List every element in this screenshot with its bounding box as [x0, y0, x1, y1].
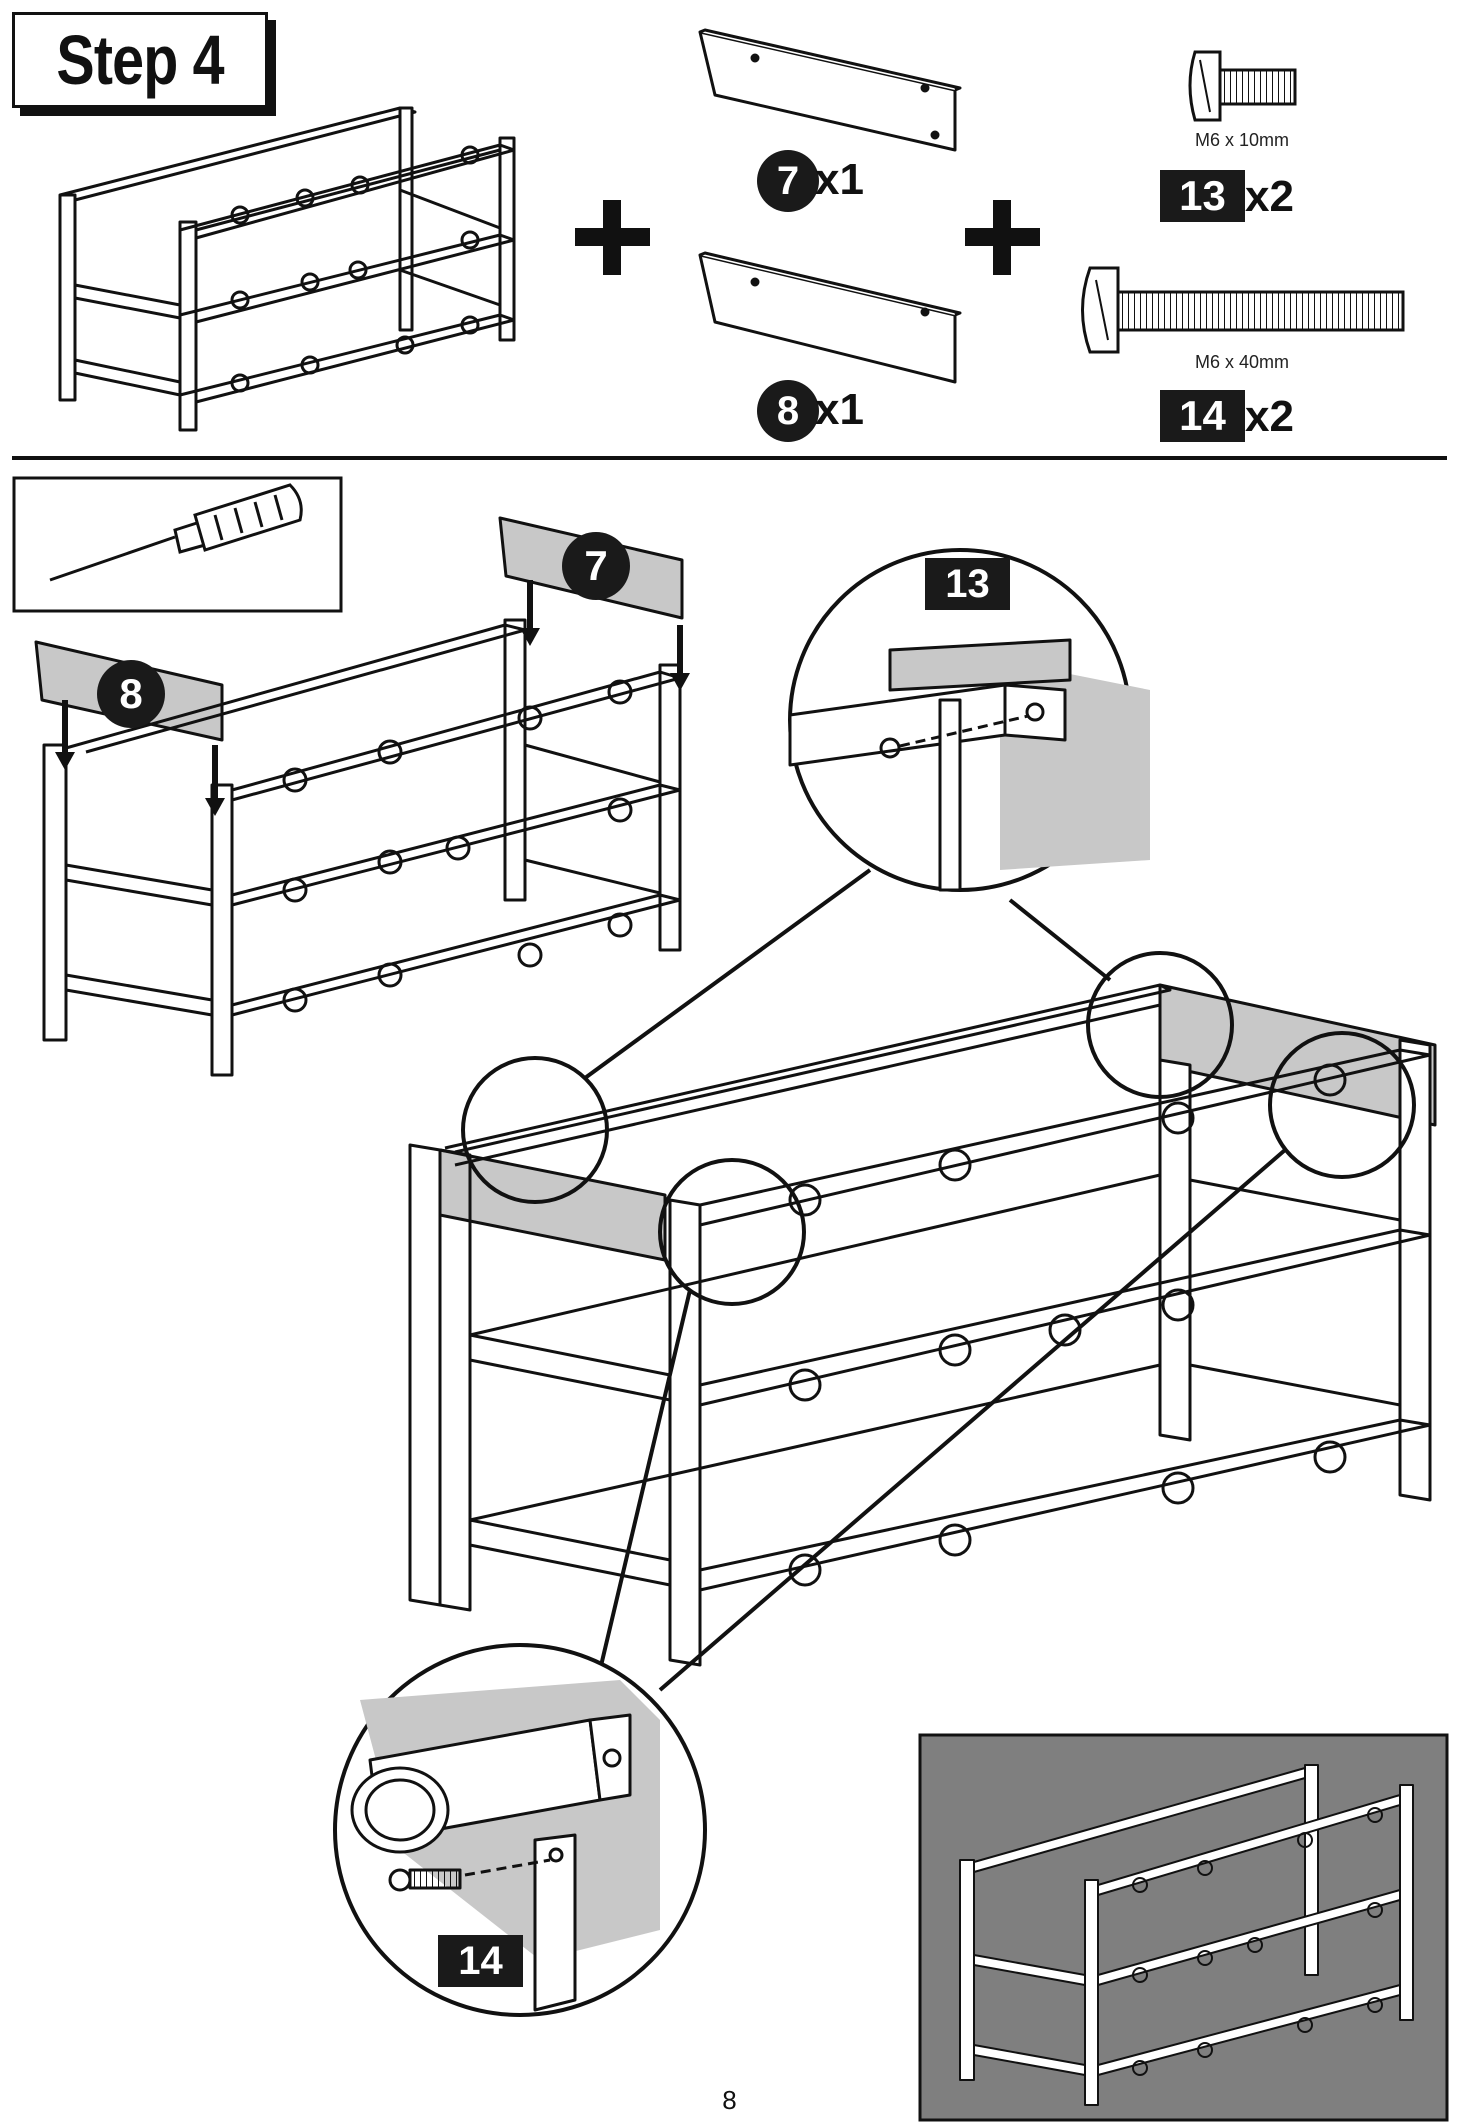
plus-icon — [575, 200, 1040, 275]
frame-thumbnail — [58, 106, 516, 432]
completed-preview-frame — [959, 1764, 1414, 2106]
part-7-qty: x1 — [815, 155, 864, 204]
board-8-illustration — [698, 251, 962, 384]
main-frame — [408, 868, 1437, 1692]
detail-14-content — [350, 1680, 660, 2012]
hardware-14-qty: x2 — [1245, 392, 1294, 441]
hardware-14-callout: 14 — [1160, 390, 1245, 442]
screw-13-illustration — [1188, 50, 1297, 122]
down-arrow-icon — [55, 628, 690, 816]
board-7-illustration — [698, 28, 962, 152]
screwdriver-icon — [49, 483, 303, 582]
detail-13-callout: 13 — [925, 558, 1010, 610]
screw-13-spec: M6 x 10mm — [1195, 130, 1290, 150]
part-7-callout: 7 — [757, 150, 819, 212]
part-8-qty: x1 — [815, 385, 864, 434]
screw-14-illustration — [1081, 266, 1405, 354]
completed-preview — [918, 1733, 1449, 2122]
board-7-callout: 7 — [562, 532, 630, 600]
page-number: 8 — [722, 2085, 737, 2115]
step-title: Step 4 — [56, 21, 224, 99]
board-8-callout: 8 — [97, 660, 165, 728]
hardware-13-qty: x2 — [1245, 172, 1294, 221]
part-8-callout: 8 — [757, 380, 819, 442]
detail-14-callout: 14 — [438, 1935, 523, 1987]
detail-13-content — [788, 638, 1150, 892]
screw-14-spec: M6 x 40mm — [1195, 352, 1290, 372]
step-title-box: Step 4 — [12, 12, 268, 108]
hardware-13-callout: 13 — [1160, 170, 1245, 222]
